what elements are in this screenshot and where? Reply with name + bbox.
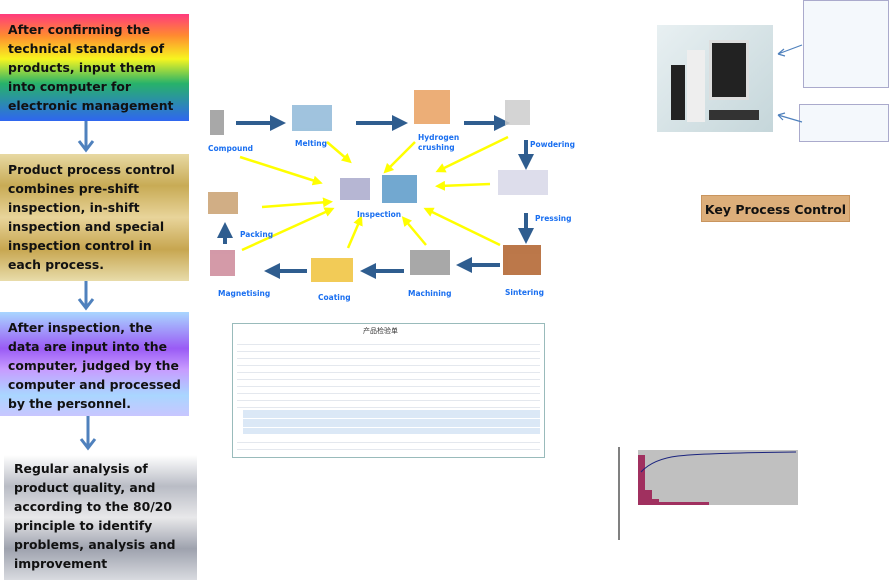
key-process-control-label: Key Process Control <box>701 195 850 222</box>
process-flow-diagram <box>208 90 548 282</box>
step-1-box: After confirming the technical standards… <box>0 14 189 121</box>
pareto-bar <box>645 490 652 505</box>
inspection-form-screenshot: 产品检验单 <box>232 323 545 458</box>
pareto-chart <box>618 447 798 540</box>
pointer-arrows <box>777 44 803 123</box>
software-screenshot <box>799 104 889 142</box>
label-melting: Melting <box>295 139 327 148</box>
step-2-box: Product process control combines pre-shi… <box>0 154 189 281</box>
step-4-box: Regular analysis of product quality, and… <box>4 455 197 580</box>
pareto-cumulative-line <box>640 451 797 473</box>
pareto-bar <box>659 502 709 505</box>
down-arrow-icon <box>79 416 97 451</box>
software-screenshot <box>803 0 889 88</box>
pareto-plot-area <box>638 450 798 505</box>
form-title: 产品检验单 <box>363 327 398 335</box>
flow-arrows <box>217 115 534 279</box>
label-machining: Machining <box>408 289 452 298</box>
label-hydrogen-crushing: Hydrogen crushing <box>418 133 460 152</box>
label-pressing: Pressing <box>535 214 572 223</box>
label-inspection: Inspection <box>357 210 402 219</box>
label-powdering: Powdering <box>530 140 576 149</box>
step-3-box: After inspection, the data are input int… <box>0 312 189 416</box>
label-packing: Packing <box>240 230 274 239</box>
pareto-bar <box>652 499 659 505</box>
label-coating: Coating <box>318 293 351 302</box>
process-images <box>208 90 548 282</box>
down-arrow-icon <box>77 121 95 153</box>
pareto-bar <box>638 455 645 505</box>
label-compound: Compound <box>208 144 254 153</box>
label-magnetising: Magnetising <box>218 289 271 298</box>
computer-image <box>657 25 773 132</box>
label-sintering: Sintering <box>505 288 544 297</box>
down-arrow-icon <box>77 281 95 311</box>
inspection-arrows <box>239 135 509 252</box>
